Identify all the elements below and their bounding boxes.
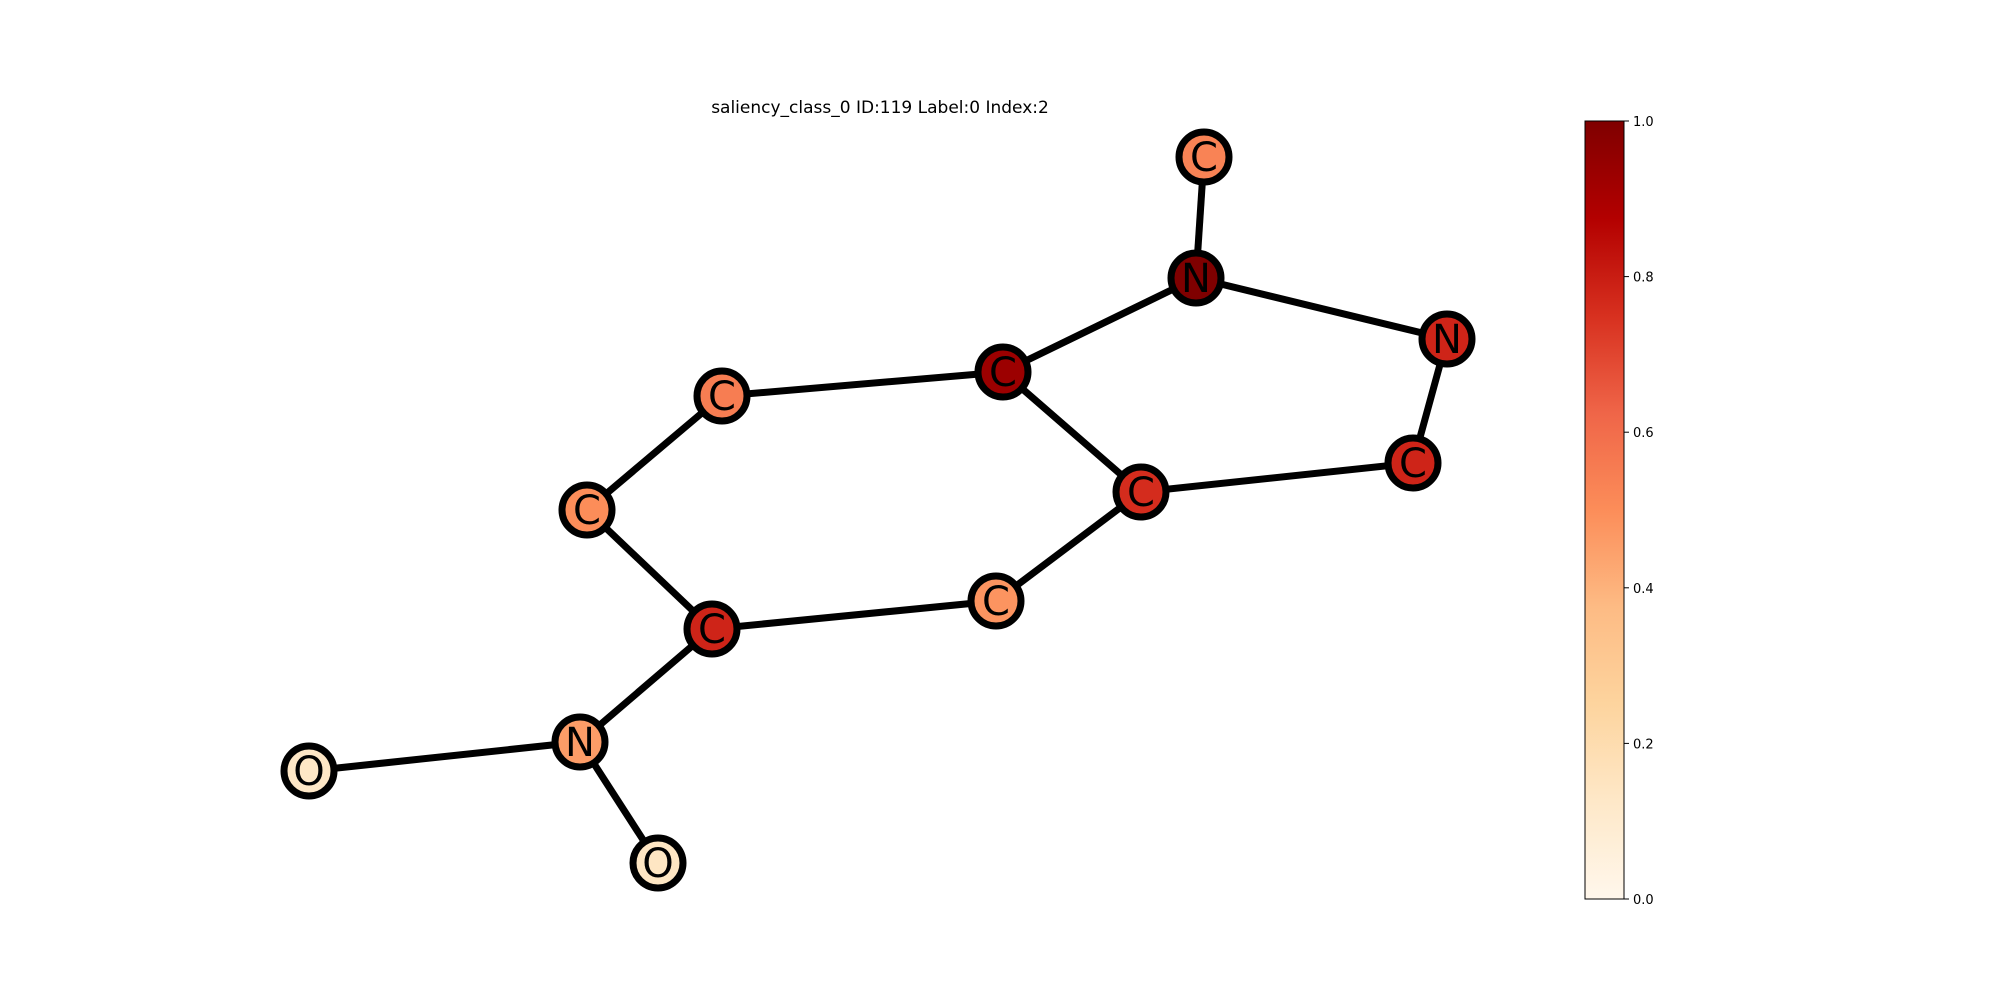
atom-circle bbox=[693, 367, 751, 425]
colorbar: 0.0 0.2 0.4 0.6 0.8 1.0 bbox=[1584, 115, 1654, 908]
colorbar-tick-label: 1.0 bbox=[1633, 115, 1654, 130]
bond-edge-n6-n5 bbox=[1140, 459, 1414, 496]
atom-label: C bbox=[989, 350, 1017, 396]
bond-edge-n3-n4 bbox=[721, 368, 1004, 400]
bond-edge-n1-n3 bbox=[1001, 274, 1198, 376]
atom-label: O bbox=[293, 749, 324, 795]
colorbar-tick-label: 0.6 bbox=[1633, 426, 1654, 441]
atom-label: C bbox=[1190, 135, 1218, 181]
atom-label: C bbox=[573, 488, 601, 534]
atom-label: N bbox=[1181, 256, 1211, 302]
atom-label: C bbox=[1127, 470, 1155, 516]
atom-node-n1: N bbox=[1167, 249, 1225, 307]
atom-node-n2: N bbox=[1418, 310, 1476, 368]
atom-circle bbox=[967, 572, 1025, 630]
atom-label: N bbox=[565, 720, 595, 766]
atom-circle bbox=[1384, 434, 1442, 492]
colorbar-tick-label: 0.4 bbox=[1633, 582, 1654, 597]
atom-node-n10: N bbox=[551, 713, 609, 771]
atom-node-n11: O bbox=[280, 742, 338, 800]
atom-circle bbox=[558, 481, 616, 539]
colorbar-tick-label: 0.0 bbox=[1633, 893, 1654, 908]
colorbar-gradient bbox=[1584, 120, 1625, 900]
atom-circle bbox=[974, 343, 1032, 401]
atom-node-n7: C bbox=[558, 481, 616, 539]
bond-edge-n7-n8 bbox=[584, 507, 715, 632]
atom-label: N bbox=[1432, 317, 1462, 363]
atom-node-n12: O bbox=[629, 834, 687, 892]
atom-node-n4: C bbox=[693, 367, 751, 425]
bond-edge-n8-n10 bbox=[577, 626, 715, 745]
colorbar-ticks: 0.0 0.2 0.4 0.6 0.8 1.0 bbox=[1624, 115, 1654, 908]
atom-node-n0: C bbox=[1175, 128, 1233, 186]
atom-circle bbox=[1418, 310, 1476, 368]
bond-edge-n1-n2 bbox=[1195, 274, 1448, 343]
atom-label: C bbox=[1399, 441, 1427, 487]
atom-nodes: C N N C C C C C C C N O O bbox=[280, 128, 1476, 892]
colorbar-tick-label: 0.2 bbox=[1633, 737, 1654, 752]
bond-edge-n10-n11 bbox=[308, 738, 581, 775]
atom-circle bbox=[629, 834, 687, 892]
colorbar-tick-label: 0.8 bbox=[1633, 271, 1654, 286]
atom-label: C bbox=[708, 374, 736, 420]
atom-node-n9: C bbox=[967, 572, 1025, 630]
atom-node-n5: C bbox=[1384, 434, 1442, 492]
atom-circle bbox=[280, 742, 338, 800]
atom-circle bbox=[551, 713, 609, 771]
atom-node-n6: C bbox=[1112, 463, 1170, 521]
bond-edge-n8-n9 bbox=[711, 597, 997, 633]
bond-edge-n4-n7 bbox=[584, 393, 725, 513]
atom-node-n8: C bbox=[683, 600, 741, 658]
plot-title: saliency_class_0 ID:119 Label:0 Index:2 bbox=[711, 98, 1049, 118]
bond-edge-n6-n9 bbox=[993, 489, 1144, 604]
atom-circle bbox=[1167, 249, 1225, 307]
atom-circle bbox=[1175, 128, 1233, 186]
atom-circle bbox=[683, 600, 741, 658]
atom-label: O bbox=[642, 841, 673, 887]
atom-node-n3: C bbox=[974, 343, 1032, 401]
atom-label: C bbox=[698, 607, 726, 653]
bond-edges bbox=[308, 156, 1451, 865]
atom-circle bbox=[1112, 463, 1170, 521]
atom-label: C bbox=[982, 579, 1010, 625]
bond-edge-n3-n6 bbox=[1000, 369, 1144, 495]
